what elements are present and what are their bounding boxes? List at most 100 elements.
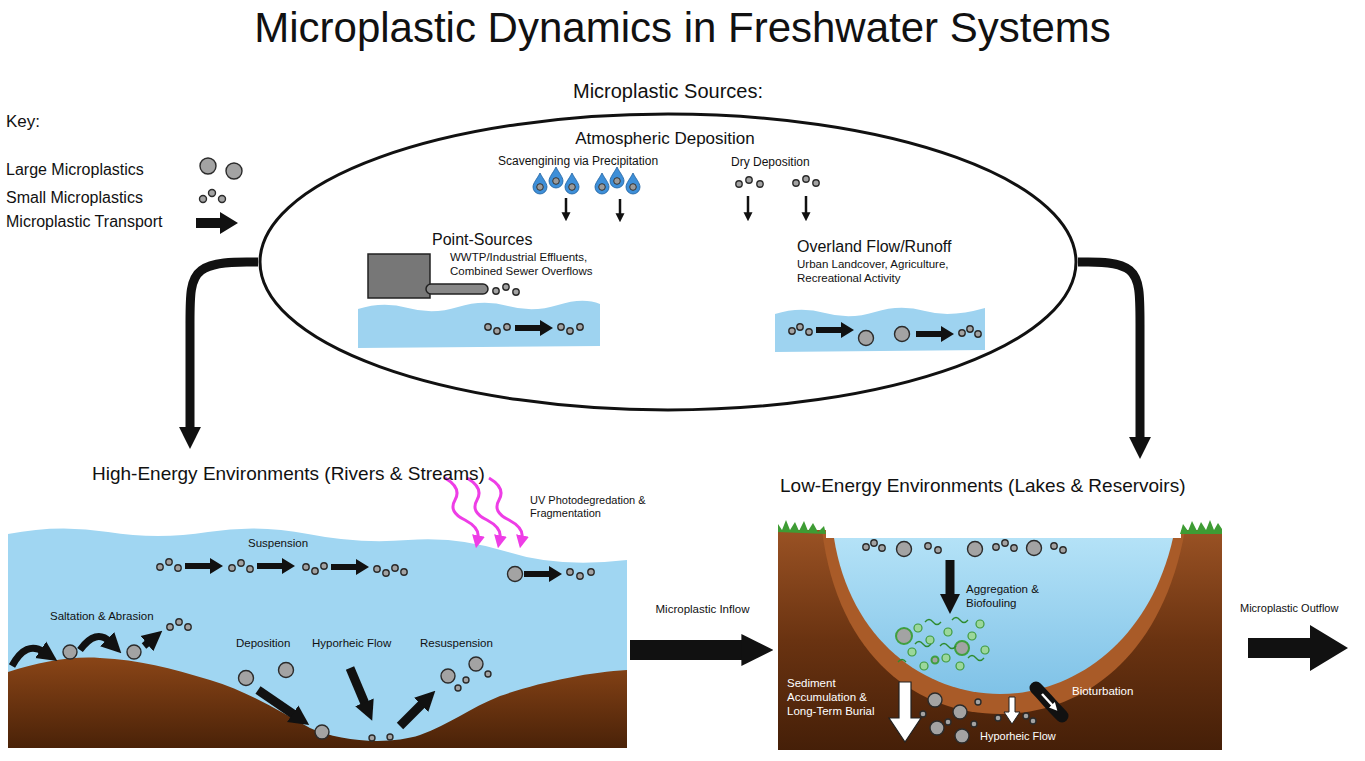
outflow-arrow bbox=[1248, 625, 1348, 671]
precipitation-drop bbox=[610, 167, 624, 188]
lake-scene bbox=[946, 560, 955, 598]
lake-scene bbox=[778, 520, 826, 534]
river-scene bbox=[229, 565, 235, 571]
water-band bbox=[494, 328, 500, 334]
annotation-label: Deposition bbox=[236, 636, 290, 650]
dry-particle bbox=[736, 176, 819, 187]
node-heading: Point-Sources bbox=[432, 230, 533, 250]
ellipse-outline bbox=[258, 112, 1078, 412]
lake-scene bbox=[930, 721, 944, 735]
annotation-label: Hyporheic Flow bbox=[980, 730, 1056, 743]
outflow-arrow bbox=[1248, 625, 1348, 671]
lake-scene bbox=[968, 656, 984, 661]
deposition-arrow bbox=[566, 196, 806, 215]
lake-scene bbox=[925, 543, 931, 549]
lake-scene bbox=[968, 632, 976, 640]
dry-particle bbox=[803, 176, 809, 182]
river-scene bbox=[567, 569, 573, 575]
lake-scene bbox=[914, 624, 922, 632]
lake-scene bbox=[1030, 718, 1036, 724]
text-slot: Urban Landcover, Agriculture, Recreation… bbox=[797, 257, 982, 285]
river-scene bbox=[383, 570, 389, 576]
lake-scene bbox=[1002, 540, 1008, 546]
text-slot: High-Energy Environments (Rivers & Strea… bbox=[92, 462, 485, 485]
lake-scene bbox=[1036, 688, 1062, 716]
text-slot: Microplastic Inflow bbox=[656, 602, 750, 616]
river-scene bbox=[239, 671, 254, 686]
river-scene bbox=[392, 565, 398, 571]
precipitation-drop bbox=[533, 173, 547, 194]
water-band bbox=[577, 324, 583, 330]
river-scene bbox=[166, 559, 172, 565]
dry-particle bbox=[813, 180, 819, 186]
lake-scene bbox=[898, 618, 984, 663]
text-slot: Overland Flow/Runoff bbox=[797, 237, 951, 257]
river-scene bbox=[369, 735, 375, 741]
runoff-band bbox=[967, 326, 973, 332]
text-slot: Small Microplastics bbox=[6, 188, 143, 208]
legend-sample bbox=[196, 158, 242, 234]
river-scene bbox=[185, 624, 191, 630]
text-slot: Bioturbation bbox=[1072, 684, 1133, 698]
text-slot: Hyporheic Flow bbox=[312, 636, 391, 650]
river-scene bbox=[441, 669, 455, 683]
lake-scene bbox=[955, 729, 969, 743]
river-scene bbox=[350, 668, 366, 706]
river-scene bbox=[374, 566, 380, 572]
river-scene bbox=[8, 528, 627, 748]
node-heading: Microplastic Sources: bbox=[258, 79, 1078, 103]
legend-sample bbox=[200, 196, 207, 203]
node-body: WWTP/Industrial Effluents, Combined Sewe… bbox=[450, 250, 620, 278]
lake-scene bbox=[778, 530, 1222, 750]
annotation-label: UV Photodegredation & Fragmentation bbox=[530, 494, 650, 521]
lake-scene bbox=[942, 654, 950, 662]
lake-scene bbox=[952, 618, 968, 623]
node-heading: Low-Energy Environments (Lakes & Reservo… bbox=[780, 474, 1186, 497]
runoff-band bbox=[797, 324, 803, 330]
lake-scene bbox=[1180, 520, 1222, 534]
annotation-label: Aggregation & Biofouling bbox=[966, 582, 1050, 610]
lake-scene bbox=[976, 620, 984, 628]
text-slot: Point-Sources bbox=[432, 230, 533, 250]
river-scene bbox=[12, 648, 44, 666]
river-scene bbox=[312, 568, 318, 574]
text-slot: Saltation & Abrasion bbox=[50, 609, 154, 623]
text-slot: Microplastic Dynamics in Freshwater Syst… bbox=[20, 2, 1345, 53]
annotation-label: Saltation & Abrasion bbox=[50, 609, 154, 623]
annotation-label: Sediment Accumulation & Long-Term Burial bbox=[787, 676, 883, 718]
dry-particle bbox=[736, 181, 742, 187]
river-scene bbox=[8, 658, 627, 748]
text-slot: Suspension bbox=[248, 536, 308, 550]
lake-scene bbox=[1011, 545, 1017, 551]
edge-label: Microplastic Inflow bbox=[656, 602, 750, 616]
legend-label: Microplastic Transport bbox=[6, 212, 163, 232]
flow-arrow bbox=[190, 262, 258, 428]
lake-scene bbox=[898, 660, 906, 663]
connector-layer bbox=[190, 262, 1140, 650]
river-scene bbox=[258, 690, 296, 716]
river-scene bbox=[63, 645, 77, 659]
legend-sample bbox=[200, 158, 216, 174]
lake-scene bbox=[1042, 694, 1053, 706]
lake-scene bbox=[932, 657, 939, 664]
deposition-arrow bbox=[747, 196, 750, 214]
annotation-label: Atmospheric Deposition bbox=[575, 129, 755, 150]
river-scene bbox=[387, 734, 393, 740]
runoff-band bbox=[975, 331, 981, 337]
legend-sample bbox=[209, 190, 216, 197]
river-scene bbox=[167, 624, 173, 630]
river-scene bbox=[12, 637, 150, 666]
lake-scene bbox=[926, 636, 934, 644]
lake-scene bbox=[944, 628, 952, 636]
precipitation-drop bbox=[595, 173, 609, 194]
lake-scene bbox=[1051, 543, 1057, 549]
river-scene bbox=[331, 559, 369, 575]
lake-scene bbox=[993, 544, 999, 550]
source-box: Point-SourcesWWTP/Industrial Effluents, … bbox=[358, 230, 620, 350]
lake-scene bbox=[995, 715, 1001, 721]
lake-scene bbox=[1023, 713, 1029, 719]
river-scene bbox=[588, 569, 594, 575]
legend-sample bbox=[219, 196, 226, 203]
text-slot: Dry Deposition bbox=[731, 155, 810, 170]
lake-scene bbox=[1027, 541, 1042, 556]
